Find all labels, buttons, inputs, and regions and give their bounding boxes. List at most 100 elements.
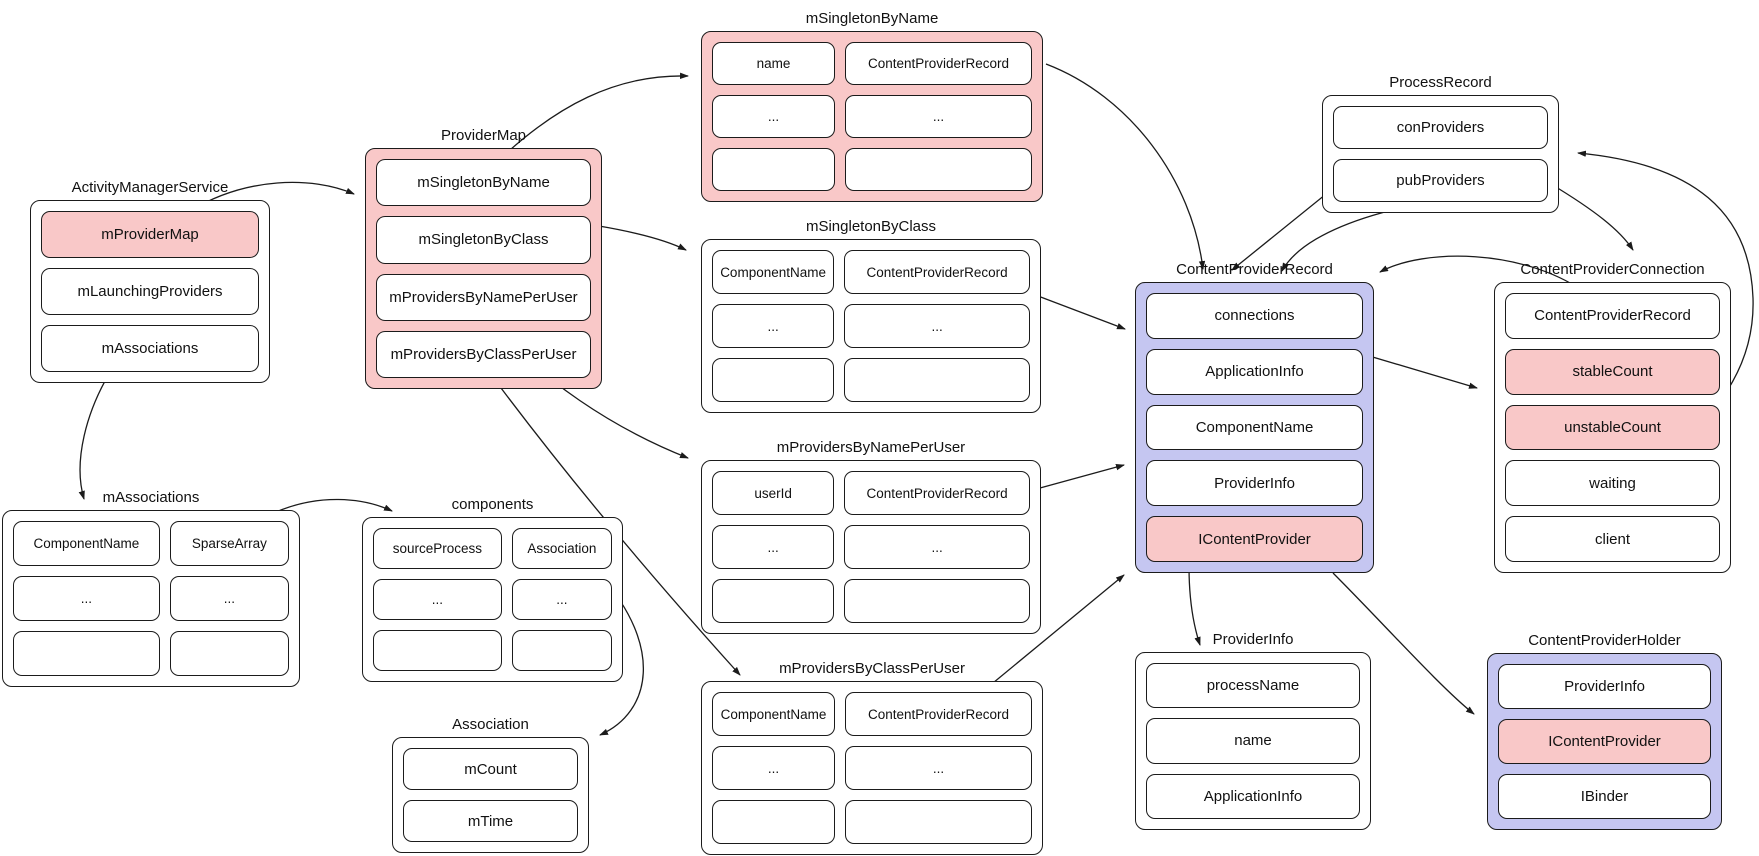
provider-map-row-mProvidersByClassPerUser: mProvidersByClassPerUser [376,330,591,378]
content-provider-record-row-ProviderInfo: ProviderInfo [1146,460,1363,507]
content-provider-record-title: ContentProviderRecord [1176,261,1333,278]
edge-massociations-row-to-table [78,368,113,500]
m-singleton-by-class-title: mSingletonByClass [805,218,937,235]
m-associations-title: mAssociations [102,489,200,506]
provider-map-row-mSingletonByName: mSingletonByName [376,159,591,207]
m-providers-by-class-per-user-title: mProvidersByClassPerUser [779,660,965,677]
m-providers-by-name-per-user-cell-...: ... [844,525,1030,569]
m-providers-by-name-per-user-table-row-2 [712,579,1030,623]
process-record-row-conProviders: conProviders [1333,106,1548,149]
content-provider-connection-row-unstableCount: unstableCount [1505,404,1720,451]
association-row-mTime: mTime [403,800,578,842]
content-provider-record-row-ComponentName: ComponentName [1146,404,1363,451]
m-singleton-by-class-cell-empty [712,358,835,402]
content-provider-connection: ContentProviderRecord stableCount unstable… [1494,282,1731,573]
m-associations-cell-...: ... [13,576,160,621]
content-provider-connection-row-ContentProviderRecord: ContentProviderRecord [1505,293,1720,339]
process-record: conProviders pubProviders [1322,95,1559,213]
m-singleton-by-class-cell-ContentProviderRecord: ContentProviderRecord [844,250,1030,294]
m-singleton-by-class-table-row-1: ...... [712,304,1030,348]
components-cell-sourceProcess: sourceProcess [373,528,502,569]
m-providers-by-class-per-user-cell-empty [845,800,1032,844]
activity-manager-service-row-mProviderMap: mProviderMap [41,211,259,258]
association: mCount mTime [392,737,589,853]
provider-info-row-name: name [1146,718,1360,764]
m-singleton-by-class-cell-...: ... [844,304,1030,348]
provider-map-row-mSingletonByClass: mSingletonByClass [376,216,591,264]
m-singleton-by-name-cell-empty [712,148,835,191]
m-associations-cell-ComponentName: ComponentName [13,521,160,566]
m-providers-by-class-per-user-cell-empty [712,800,835,844]
m-providers-by-name-per-user-table-row-1: ...... [712,525,1030,569]
components-cell-Association: Association [511,528,612,569]
edge-singletonbyclass-to-cprecord [1037,295,1126,330]
m-providers-by-class-per-user-table-row-2 [712,800,1032,844]
content-provider-connection-row-client: client [1505,516,1720,562]
m-associations-cell-empty [13,631,160,676]
content-provider-holder-row-IContentProvider: IContentProvider [1498,719,1711,764]
association-row-mCount: mCount [403,748,578,790]
edge-singletonbyname-to-cprecord [1045,63,1206,270]
edge-byname-peruser-to-cprecord [1039,464,1125,489]
m-associations-table-row-2 [13,631,289,676]
components-title: components [451,496,534,513]
components-cell-empty [511,630,612,671]
m-providers-by-class-per-user-cell-...: ... [712,746,835,790]
m-providers-by-class-per-user-cell-ComponentName: ComponentName [712,692,835,736]
m-providers-by-name-per-user-cell-empty [712,579,835,623]
m-providers-by-class-per-user-cell-...: ... [845,746,1032,790]
components-cell-empty [373,630,502,671]
m-singleton-by-class-cell-ComponentName: ComponentName [712,250,835,294]
m-providers-by-name-per-user-cell-empty [844,579,1030,623]
m-singleton-by-name-cell-ContentProviderRecord: ContentProviderRecord [845,42,1032,85]
content-provider-holder-row-ProviderInfo: ProviderInfo [1498,664,1711,709]
process-record-row-pubProviders: pubProviders [1333,159,1548,202]
m-providers-by-class-per-user-cell-ContentProviderRecord: ContentProviderRecord [845,692,1032,736]
m-providers-by-name-per-user-title: mProvidersByNamePerUser [776,439,966,456]
content-provider-connection-title: ContentProviderConnection [1520,261,1705,278]
m-singleton-by-name-table-row-1: ...... [712,95,1032,138]
edge-processrecord-to-cpconnection [1550,183,1634,251]
process-record-title: ProcessRecord [1389,74,1492,91]
m-singleton-by-name-cell-empty [845,148,1032,191]
m-associations-cell-SparseArray: SparseArray [169,521,289,566]
m-associations-cell-empty [169,631,289,676]
content-provider-connection-row-stableCount: stableCount [1505,348,1720,395]
m-singleton-by-class-table-row-2 [712,358,1030,402]
activity-manager-service-title: ActivityManagerService [71,179,229,196]
edge-singletonbyclass-row-to-table [598,225,687,251]
content-provider-holder-row-IBinder: IBinder [1498,774,1711,819]
m-associations-cell-...: ... [169,576,289,621]
provider-info-row-processName: processName [1146,663,1360,709]
m-providers-by-name-per-user-cell-...: ... [712,525,835,569]
provider-info-row-ApplicationInfo: ApplicationInfo [1146,773,1360,819]
m-singleton-by-name-cell-...: ... [845,95,1032,138]
content-provider-holder-title: ContentProviderHolder [1528,632,1681,649]
components-cell-...: ... [373,579,502,620]
content-provider-record-row-ApplicationInfo: ApplicationInfo [1146,348,1363,395]
m-singleton-by-class-cell-...: ... [712,304,835,348]
m-singleton-by-class-cell-empty [844,358,1030,402]
content-provider-record-row-connections: connections [1146,293,1363,339]
m-singleton-by-name-title: mSingletonByName [805,10,939,27]
activity-manager-service-row-mAssociations: mAssociations [41,325,259,372]
content-provider-record-row-IContentProvider: IContentProvider [1146,516,1363,562]
m-associations-table-row-1: ...... [13,576,289,621]
provider-info-title: ProviderInfo [1212,631,1294,648]
provider-map-title: ProviderMap [440,127,527,144]
